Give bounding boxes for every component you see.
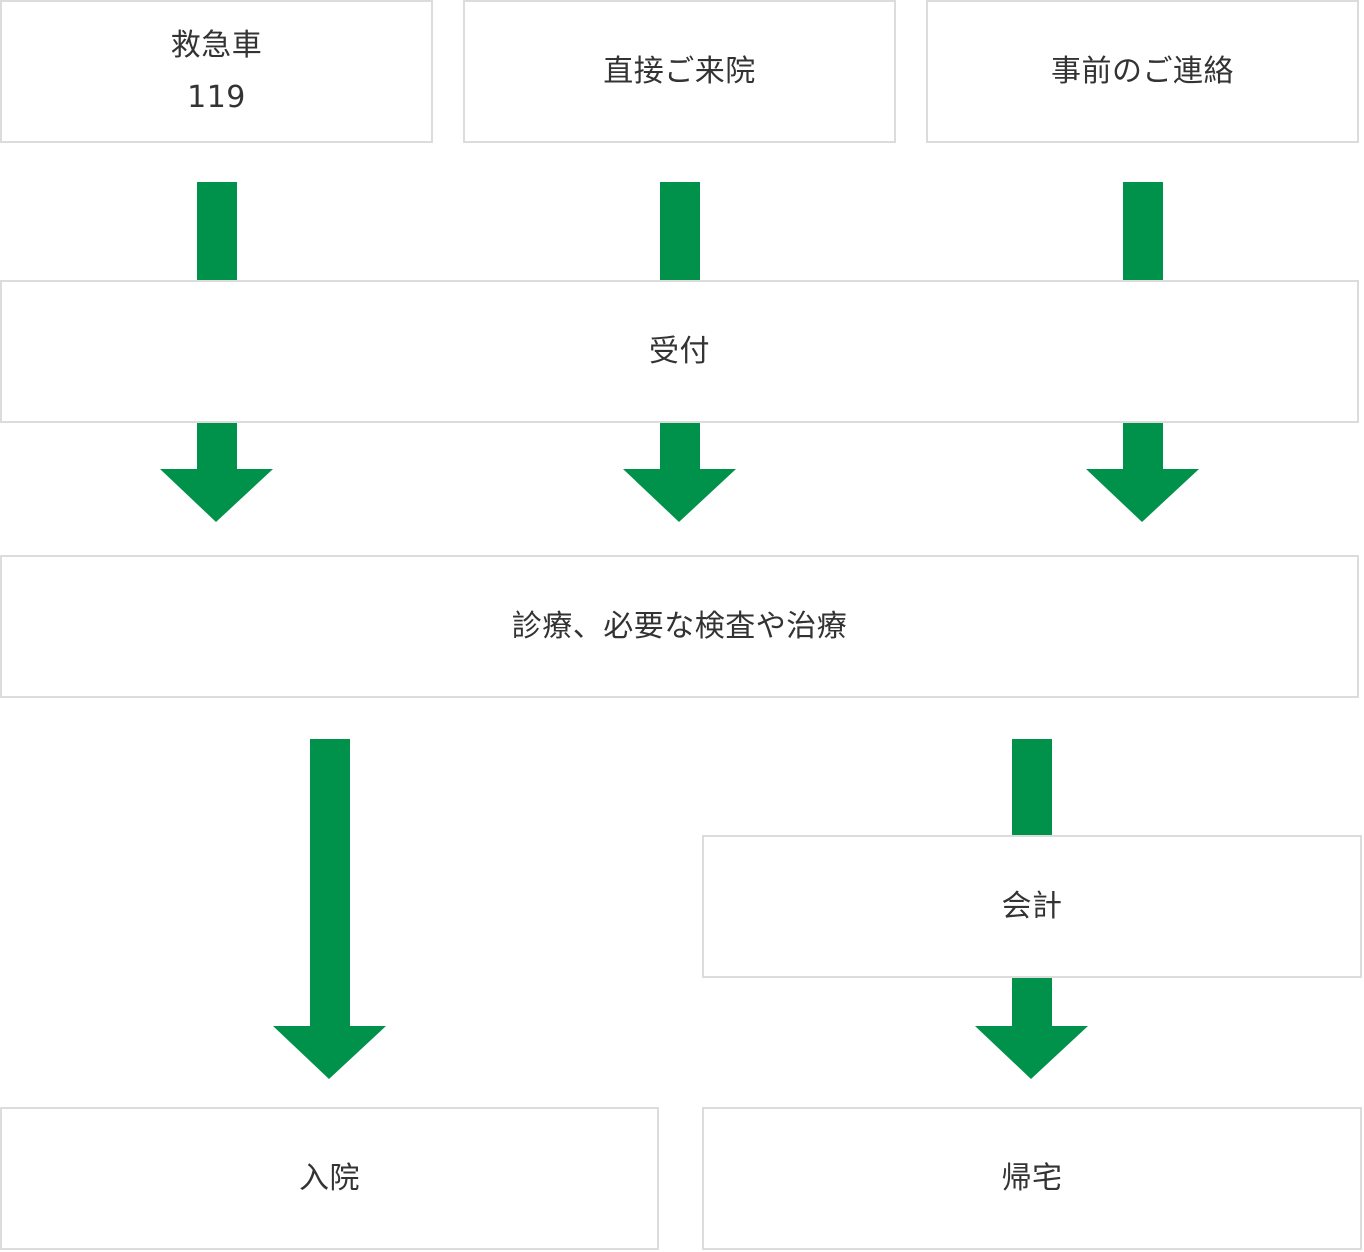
arrow-treatment-to-admission: [273, 739, 386, 1079]
admission-label: 入院: [299, 1160, 360, 1196]
treatment-label: 診療、必要な検査や治療: [511, 608, 848, 644]
arrow-contact-to-reception: [1123, 182, 1163, 282]
return-home-label: 帰宅: [1001, 1160, 1063, 1196]
arrow-reception-to-treatment-right: [1086, 420, 1199, 522]
return-home-box: 帰宅: [702, 1107, 1362, 1250]
payment-box: 会計: [702, 835, 1362, 978]
direct-visit-label: 直接ご来院: [603, 53, 756, 89]
admission-box: 入院: [0, 1107, 659, 1250]
prior-contact-box: 事前のご連絡: [926, 0, 1359, 143]
direct-visit-box: 直接ご来院: [463, 0, 896, 143]
arrow-payment-to-return-home: [975, 975, 1088, 1079]
arrow-reception-to-treatment-left: [160, 420, 273, 522]
ambulance-label: 救急車: [170, 27, 263, 63]
arrow-treatment-to-payment: [1012, 739, 1052, 837]
ambulance-box: 救急車 119: [0, 0, 433, 143]
ambulance-number: 119: [187, 79, 246, 115]
payment-label: 会計: [1001, 888, 1063, 924]
reception-box: 受付: [0, 280, 1359, 423]
reception-label: 受付: [649, 333, 710, 369]
prior-contact-label: 事前のご連絡: [1051, 53, 1234, 89]
treatment-box: 診療、必要な検査や治療: [0, 555, 1359, 698]
arrow-ambulance-to-reception: [197, 182, 237, 282]
arrow-reception-to-treatment-center: [623, 420, 736, 522]
arrow-direct-to-reception: [660, 182, 700, 282]
